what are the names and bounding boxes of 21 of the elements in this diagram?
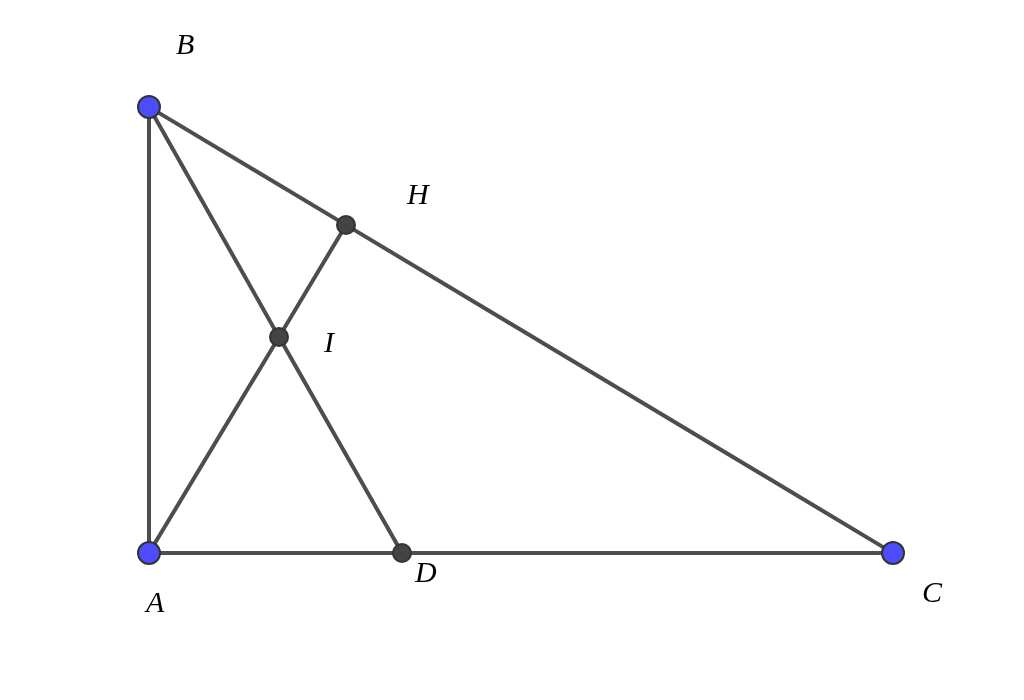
point-marker	[881, 541, 905, 565]
point-marker	[137, 95, 161, 119]
point-marker	[392, 543, 412, 563]
point-marker	[336, 215, 356, 235]
line-segment	[281, 343, 400, 547]
point-label: I	[324, 327, 334, 357]
line-segment	[152, 343, 277, 545]
point-label: A	[146, 587, 165, 617]
line-segment	[152, 115, 277, 331]
point-label: H	[407, 179, 429, 209]
point-label: C	[922, 577, 942, 607]
line-segment	[160, 551, 393, 555]
line-segment	[157, 110, 340, 223]
line-segment	[281, 231, 344, 331]
point-marker	[137, 541, 161, 565]
line-segment	[352, 227, 885, 550]
point-label: D	[415, 557, 437, 587]
line-segment	[411, 551, 882, 555]
point-marker	[269, 327, 289, 347]
line-segment	[147, 118, 151, 542]
point-label: B	[176, 29, 195, 59]
